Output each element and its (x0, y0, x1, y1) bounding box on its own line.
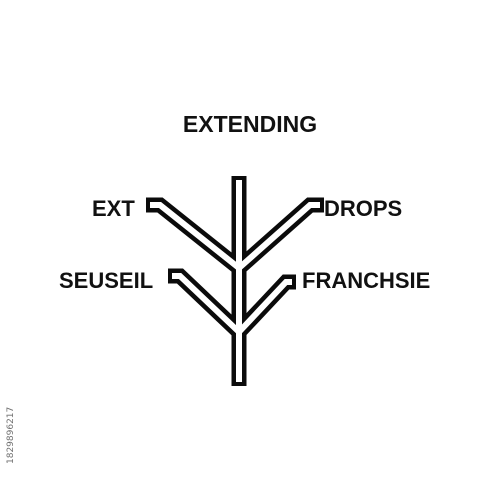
tree-inner (150, 180, 320, 382)
branch-label-upper-left: EXT (92, 196, 135, 221)
branch-lower-left-inner (172, 273, 242, 335)
branch-upper-left-inner (150, 202, 241, 271)
branch-label-upper-right: DROPS (324, 196, 403, 221)
branch-label-lower-right: FRANCHSIE (302, 268, 431, 293)
branch-label-lower-left: SEUSEIL (59, 268, 154, 293)
diagram-title: EXTENDING (182, 111, 318, 137)
tree-outline (146, 176, 324, 386)
branch-lower-right-inner (236, 279, 292, 335)
branch-upper-right-inner (237, 202, 320, 271)
watermark-id: 1829896217 (6, 406, 16, 464)
